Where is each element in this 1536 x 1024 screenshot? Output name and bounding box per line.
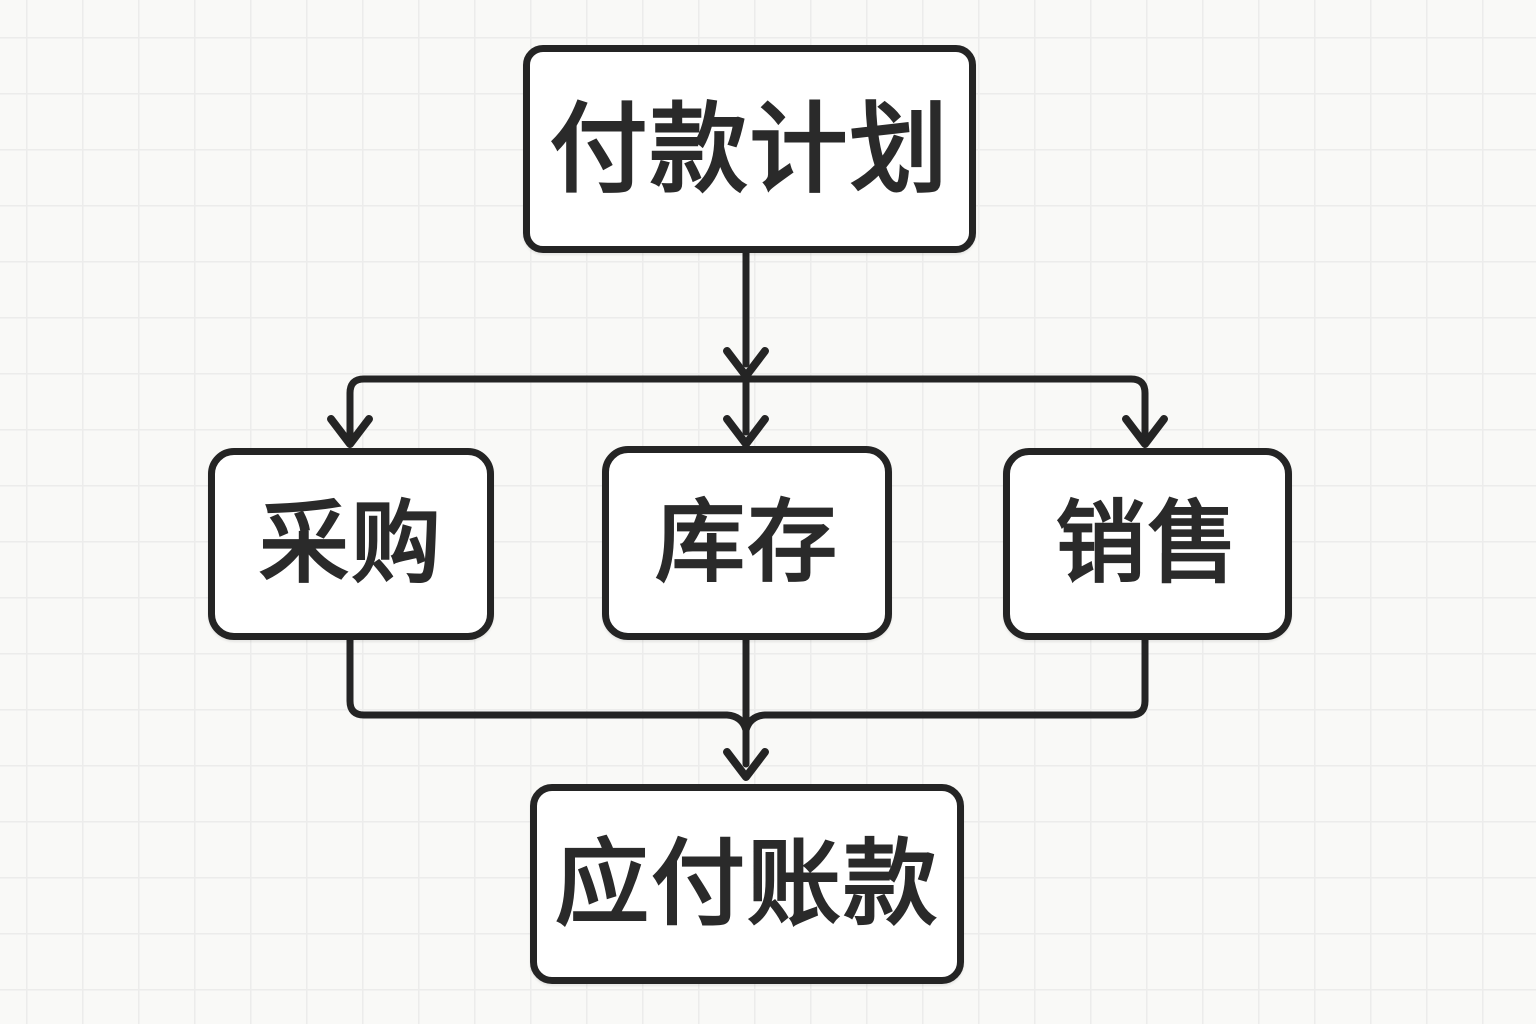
arrowhead-accounts-payable <box>723 748 769 781</box>
node-sales: 销售 <box>1003 448 1292 640</box>
edge-sales-to-merge <box>742 636 1149 734</box>
node-inventory: 库存 <box>602 446 892 640</box>
node-procurement: 采购 <box>208 448 494 640</box>
node-accounts-payable: 应付账款 <box>530 784 964 984</box>
node-sales-label: 销售 <box>1055 494 1240 594</box>
arrowhead-inventory <box>723 415 769 448</box>
arrowhead-procurement <box>327 415 373 448</box>
node-procurement-label: 采购 <box>259 494 443 594</box>
arrowhead-sales <box>1122 415 1168 448</box>
node-payment-plan: 付款计划 <box>523 45 976 253</box>
node-payment-plan-label: 付款计划 <box>549 94 950 204</box>
node-inventory-label: 库存 <box>655 493 839 593</box>
edge-procurement-to-merge <box>346 636 750 734</box>
node-accounts-payable-label: 应付账款 <box>554 831 939 936</box>
